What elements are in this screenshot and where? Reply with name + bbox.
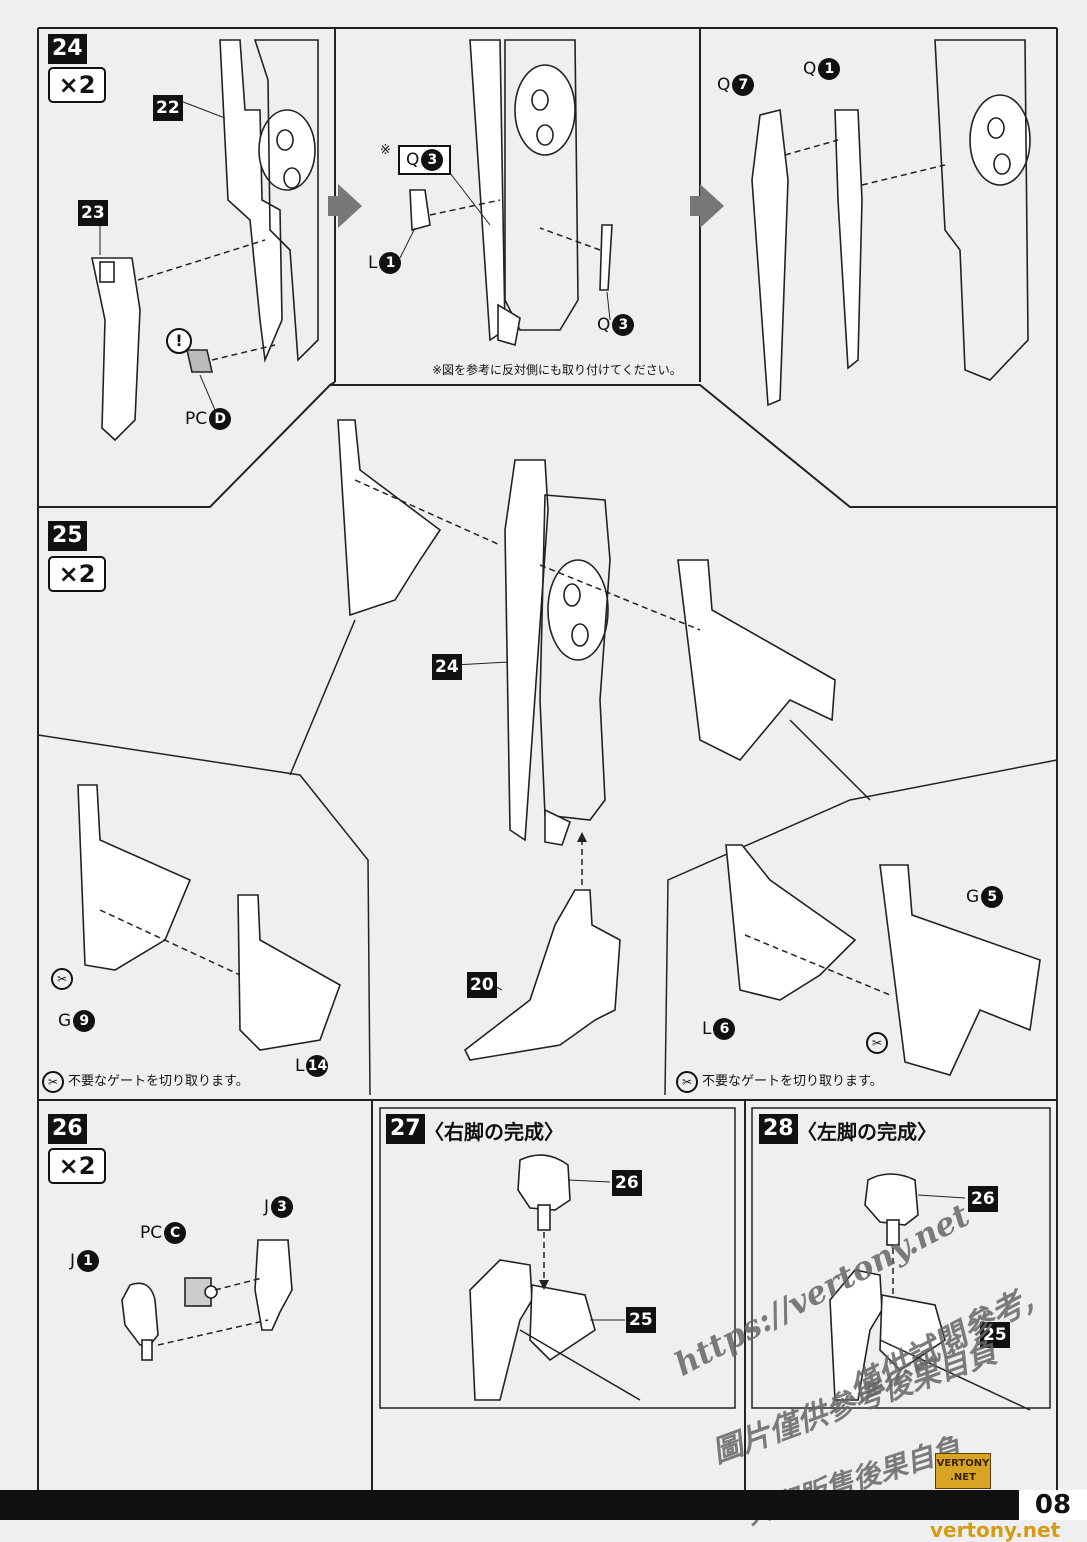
page-number: 08: [1015, 1490, 1087, 1520]
gate-cut-icon-3: ✂: [866, 1032, 888, 1054]
step-arrow-2: [700, 184, 724, 228]
gate-note-left: ✂不要なゲートを切り取ります。: [42, 1070, 249, 1093]
step-26-multiplier: ×2: [48, 1148, 106, 1184]
step-25-multiplier: ×2: [48, 556, 106, 592]
step-arrow-stem-1: [328, 196, 340, 216]
part-26-label-left: 26: [968, 1186, 998, 1212]
gate-cut-icon-1: ✂: [51, 968, 73, 990]
step-27-number: 27: [386, 1114, 425, 1144]
mirror-note: ※図を参考に反対側にも取り付けてください。: [432, 363, 682, 377]
part-20-label: 20: [467, 972, 497, 998]
gate-cut-icon-4: ✂: [676, 1070, 698, 1093]
vertony-logo-top: VERTONY: [936, 1458, 990, 1469]
gate-cut-icon-2: ✂: [42, 1070, 64, 1093]
step-24-multiplier: ×2: [48, 67, 106, 103]
vertony-logo-bottom: .NET: [950, 1472, 976, 1483]
part-23-label: 23: [78, 200, 108, 226]
vertony-footer-url: vertony.net: [930, 1518, 1061, 1542]
gate-note-right: ✂不要なゲートを切り取ります。: [676, 1070, 883, 1093]
step-24-number: 24: [48, 34, 87, 64]
part-25-label-right: 25: [626, 1307, 656, 1333]
caution-icon: !: [166, 328, 192, 354]
part-24-label: 24: [432, 654, 462, 680]
step-arrow-1: [338, 184, 362, 228]
asterisk-mark: ※: [380, 143, 391, 158]
footer-bar: [0, 1490, 1087, 1520]
step-26-number: 26: [48, 1114, 87, 1144]
step-arrow-stem-2: [690, 196, 702, 216]
step-27-title: 〈右脚の完成〉: [424, 1120, 564, 1144]
step-25-number: 25: [48, 521, 87, 551]
step-28-title: 〈左脚の完成〉: [797, 1120, 937, 1144]
vertony-logo: VERTONY .NET: [935, 1453, 991, 1489]
part-25-label-left: 25: [980, 1322, 1010, 1348]
part-26-label-right: 26: [612, 1170, 642, 1196]
step-28-number: 28: [759, 1114, 798, 1144]
part-22-label: 22: [153, 95, 183, 121]
